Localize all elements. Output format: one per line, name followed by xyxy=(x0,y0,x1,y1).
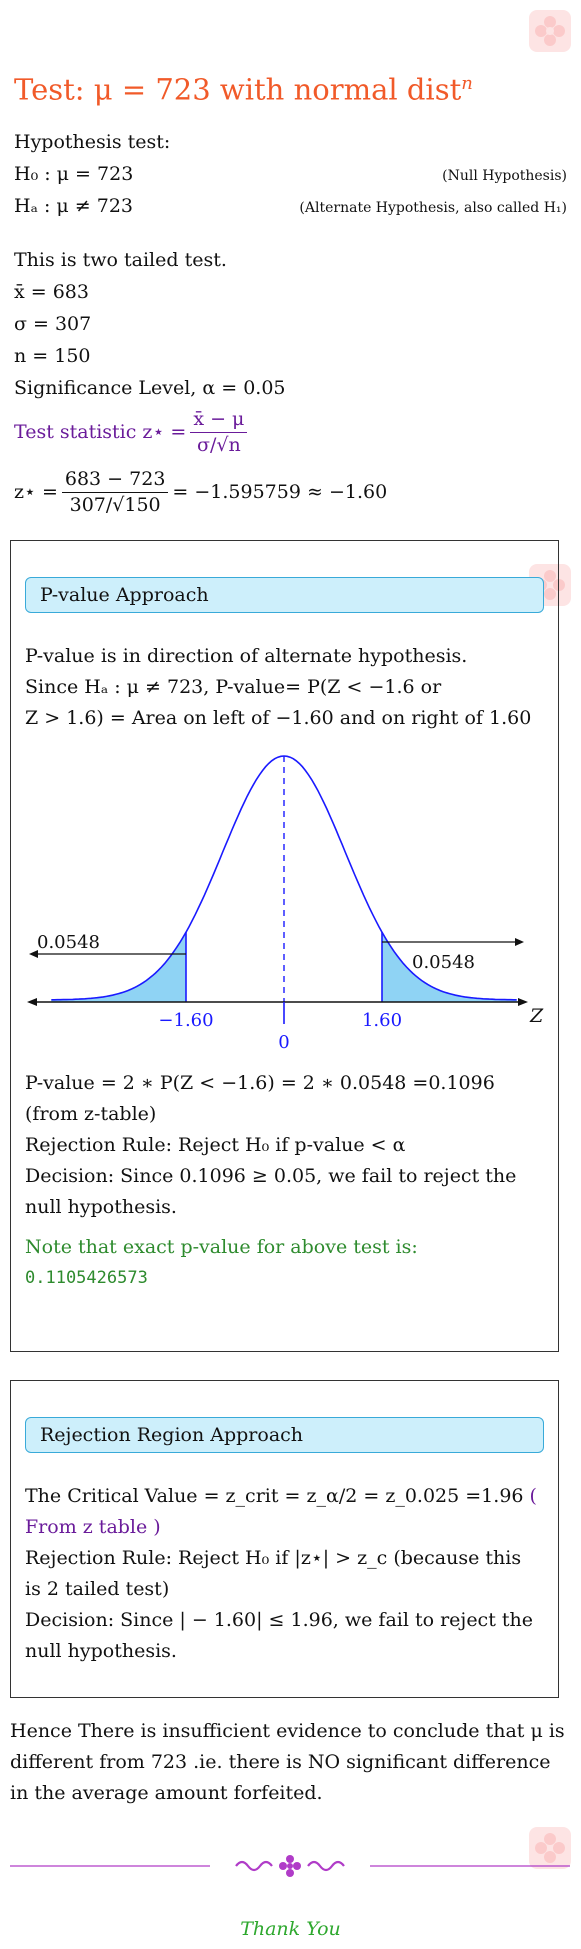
exact-pvalue-note: Note that exact p-value for above test i… xyxy=(25,1236,418,1258)
pvalue-table-source: (from z-table) xyxy=(25,1103,157,1125)
left-tail-arrowhead xyxy=(29,950,38,958)
left-tail-area xyxy=(51,932,186,1002)
rejection-region-banner: Rejection Region Approach xyxy=(25,1417,544,1453)
pvalue-calculation: P-value = 2 ∗ P(Z < −1.6) = 2 ∗ 0.0548 =… xyxy=(25,1072,495,1094)
right-tail-arrowhead xyxy=(515,938,524,946)
pvalue-decision-1: Decision: Since 0.1096 ≥ 0.05, we fail t… xyxy=(25,1165,517,1187)
null-hypothesis: H₀ : μ = 723 xyxy=(14,162,134,185)
critical-value-line: The Critical Value = z_crit = z_α/2 = z_… xyxy=(25,1485,537,1507)
population-sd: σ = 307 xyxy=(14,312,92,335)
rejection-decision-1: Decision: Since | − 1.60| ≤ 1.96, we fai… xyxy=(25,1609,533,1631)
z-axis-arrowhead-right xyxy=(518,998,528,1006)
pvalue-text-1: P-value is in direction of alternate hyp… xyxy=(25,645,468,667)
alt-hypothesis-note: (Alternate Hypothesis, also called H₁) xyxy=(299,199,567,216)
watermark-flower-icon xyxy=(529,1827,571,1869)
thank-you: Thank You xyxy=(240,1918,341,1940)
pvalue-rejection-rule: Rejection Rule: Reject H₀ if p-value < α xyxy=(25,1134,406,1156)
ornament-flower-icon xyxy=(279,1855,301,1877)
rejection-rule-1: Rejection Rule: Reject H₀ if |z⋆| > z_c … xyxy=(25,1547,522,1569)
alt-hypothesis: Hₐ : μ ≠ 723 xyxy=(14,194,133,217)
pvalue-approach-banner: P-value Approach xyxy=(25,577,544,613)
hypothesis-heading: Hypothesis test: xyxy=(14,130,171,153)
pvalue-decision-2: null hypothesis. xyxy=(25,1196,177,1218)
pvalue-approach-box: P-value Approach P-value is in direction… xyxy=(10,540,559,1352)
rejection-rule-2: is 2 tailed test) xyxy=(25,1578,170,1600)
rejection-region-box: Rejection Region Approach The Critical V… xyxy=(10,1380,559,1698)
tick-label-right-critical: 1.60 xyxy=(362,1010,402,1031)
tick-label-left-critical: −1.60 xyxy=(158,1010,213,1031)
significance-level: Significance Level, α = 0.05 xyxy=(14,376,286,399)
normal-distribution-chart: 0.0548 0.0548 −1.60 0 1.60 Z xyxy=(27,755,544,1053)
z-axis-arrowhead-left xyxy=(27,998,37,1006)
tail-type: This is two tailed test. xyxy=(14,248,227,271)
watermark-flower-icon xyxy=(529,10,571,52)
z-axis-label: Z xyxy=(529,1005,544,1027)
page-title: Test: μ = 723 with normal distn xyxy=(14,72,473,107)
tick-label-mean: 0 xyxy=(278,1032,289,1053)
rejection-decision-2: null hypothesis. xyxy=(25,1640,177,1662)
null-hypothesis-note: (Null Hypothesis) xyxy=(442,167,567,184)
exact-pvalue: 0.1105426573 xyxy=(25,1268,148,1288)
ornament-divider xyxy=(10,1855,570,1877)
null-hypothesis-row: H₀ : μ = 723 (Null Hypothesis) xyxy=(14,158,567,190)
sample-size: n = 150 xyxy=(14,344,91,367)
conclusion: Hence There is insufficient evidence to … xyxy=(10,1720,565,1804)
pvalue-text-3: Z > 1.6) = Area on left of −1.60 and on … xyxy=(25,707,532,729)
sample-mean: x̄ = 683 xyxy=(14,280,89,303)
pvalue-text-2: Since Hₐ : μ ≠ 723, P-value= P(Z < −1.6 … xyxy=(25,676,442,698)
right-tail-area xyxy=(382,932,517,1002)
right-tail-area-label: 0.0548 xyxy=(412,952,475,973)
alt-hypothesis-row: Hₐ : μ ≠ 723 (Alternate Hypothesis, also… xyxy=(14,190,567,222)
left-tail-area-label: 0.0548 xyxy=(37,932,100,953)
critical-value-source: From z table ) xyxy=(25,1516,161,1538)
